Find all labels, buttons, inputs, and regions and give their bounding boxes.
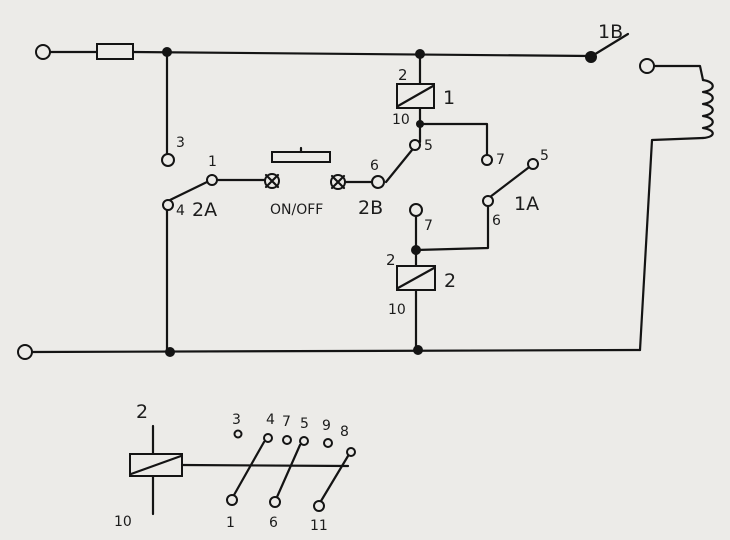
legend-pin-label: 3 bbox=[232, 412, 241, 428]
relay-2-coil-diagonal bbox=[396, 266, 436, 290]
junction-dot bbox=[416, 120, 424, 128]
relay-2: 2 10 2 bbox=[386, 251, 456, 318]
wire-load-to-bottom bbox=[638, 136, 705, 352]
contact-1a-blade bbox=[488, 166, 530, 199]
legend-coil-bottom-label: 10 bbox=[114, 514, 132, 530]
relay-2-coil-top-label: 2 bbox=[386, 251, 396, 269]
top-supply-wire bbox=[131, 50, 592, 58]
junction-dot bbox=[165, 347, 175, 357]
terminal-2a-1 bbox=[206, 174, 218, 186]
label-1a: 1A bbox=[514, 193, 539, 215]
fuse-icon bbox=[96, 43, 134, 60]
junction-dot bbox=[411, 245, 421, 255]
legend-pin-label: 5 bbox=[300, 416, 309, 432]
input-terminal-top bbox=[35, 44, 51, 60]
legend-pin-9 bbox=[323, 438, 333, 448]
terminal-1a-5 bbox=[527, 158, 539, 170]
junction-dot bbox=[415, 49, 425, 59]
legend-pin-8 bbox=[346, 447, 356, 457]
bottom-supply-wire bbox=[30, 348, 642, 354]
legend-coil-diagonal bbox=[129, 454, 183, 476]
switch-contact-right-cross bbox=[330, 174, 346, 190]
terminal-2b-7 bbox=[409, 203, 423, 217]
legend-pin-label: 9 bbox=[322, 418, 331, 434]
label-2b-7: 7 bbox=[424, 218, 433, 234]
legend-pin-6 bbox=[269, 496, 281, 508]
switch-label: ON/OFF bbox=[270, 202, 323, 218]
relay-1-coil-bottom-label: 10 bbox=[392, 112, 410, 128]
load-coil bbox=[701, 78, 714, 140]
push-button-icon bbox=[271, 151, 331, 163]
legend-pin-7 bbox=[282, 435, 292, 445]
legend-blade-1 bbox=[232, 440, 266, 497]
wire-1b-to-load bbox=[653, 64, 705, 82]
wire-1a-to-relay2 bbox=[414, 203, 490, 252]
contact-2b-blade bbox=[384, 148, 414, 184]
legend-pin-1 bbox=[226, 494, 238, 506]
legend-pin-3 bbox=[233, 429, 243, 439]
label-2b: 2B bbox=[358, 197, 383, 219]
relay-2-coil-bottom-label: 10 bbox=[388, 302, 406, 318]
terminal-1a-7 bbox=[481, 154, 493, 166]
legend-mechanical-link bbox=[180, 463, 350, 468]
terminal-2a-4 bbox=[162, 199, 174, 211]
relay-1: 2 10 1 bbox=[392, 66, 455, 128]
legend-pin-label: 11 bbox=[310, 518, 328, 534]
legend-pin-5 bbox=[299, 436, 309, 446]
terminal-1a-6 bbox=[482, 195, 494, 207]
legend-blade-11 bbox=[319, 454, 350, 503]
terminal-2b-5 bbox=[409, 139, 421, 151]
contact-1b-blade bbox=[590, 32, 630, 58]
legend-pin-label: 4 bbox=[266, 412, 275, 428]
junction-dot bbox=[585, 51, 597, 63]
legend-pin-label: 7 bbox=[282, 414, 291, 430]
contact-labels: 3 1 4 2A 5 6 7 2B 7 5 6 1A 1B bbox=[176, 21, 623, 234]
label-2b-5: 5 bbox=[424, 138, 433, 154]
label-2a-1: 1 bbox=[208, 154, 217, 170]
legend-coil-top-label: 2 bbox=[136, 401, 148, 423]
contact-2a-blade bbox=[168, 180, 209, 202]
terminal-2a-3 bbox=[161, 153, 175, 167]
label-2b-6: 6 bbox=[370, 158, 379, 174]
switch-contact-left-cross bbox=[264, 173, 280, 189]
legend-blade-6 bbox=[275, 443, 302, 499]
legend-pin-label: 1 bbox=[226, 515, 235, 531]
label-1b: 1B bbox=[598, 21, 623, 43]
terminals bbox=[17, 44, 655, 360]
on-off-switch: ON/OFF bbox=[264, 146, 346, 218]
legend-pin-label: 8 bbox=[340, 424, 349, 440]
junction-dot bbox=[162, 47, 172, 57]
label-2a-4: 4 bbox=[176, 203, 185, 219]
relay-1-name: 1 bbox=[443, 87, 455, 109]
wires bbox=[30, 32, 714, 354]
label-1a-6: 6 bbox=[492, 213, 501, 229]
label-1a-5: 5 bbox=[540, 148, 549, 164]
relay-1-coil-diagonal bbox=[396, 84, 435, 108]
terminal-1b-load bbox=[639, 58, 655, 74]
legend-pin-11 bbox=[313, 500, 325, 512]
input-terminal-bottom bbox=[17, 344, 33, 360]
junction-dot bbox=[413, 345, 423, 355]
label-1a-7: 7 bbox=[496, 152, 505, 168]
terminal-2b-6 bbox=[371, 175, 385, 189]
relay-1-coil-top-label: 2 bbox=[398, 66, 408, 84]
legend-pin-4 bbox=[263, 433, 273, 443]
junction-dots bbox=[162, 47, 597, 357]
label-2a-3: 3 bbox=[176, 135, 185, 151]
legend-pin-label: 6 bbox=[269, 515, 278, 531]
wire-relay1-to-terminal-7 bbox=[418, 122, 489, 157]
relay-pinout-legend: 2 10 3 4 7 5 9 8 1 6 11 bbox=[114, 401, 356, 534]
relay-2-name: 2 bbox=[444, 270, 456, 292]
label-2a: 2A bbox=[192, 199, 217, 221]
